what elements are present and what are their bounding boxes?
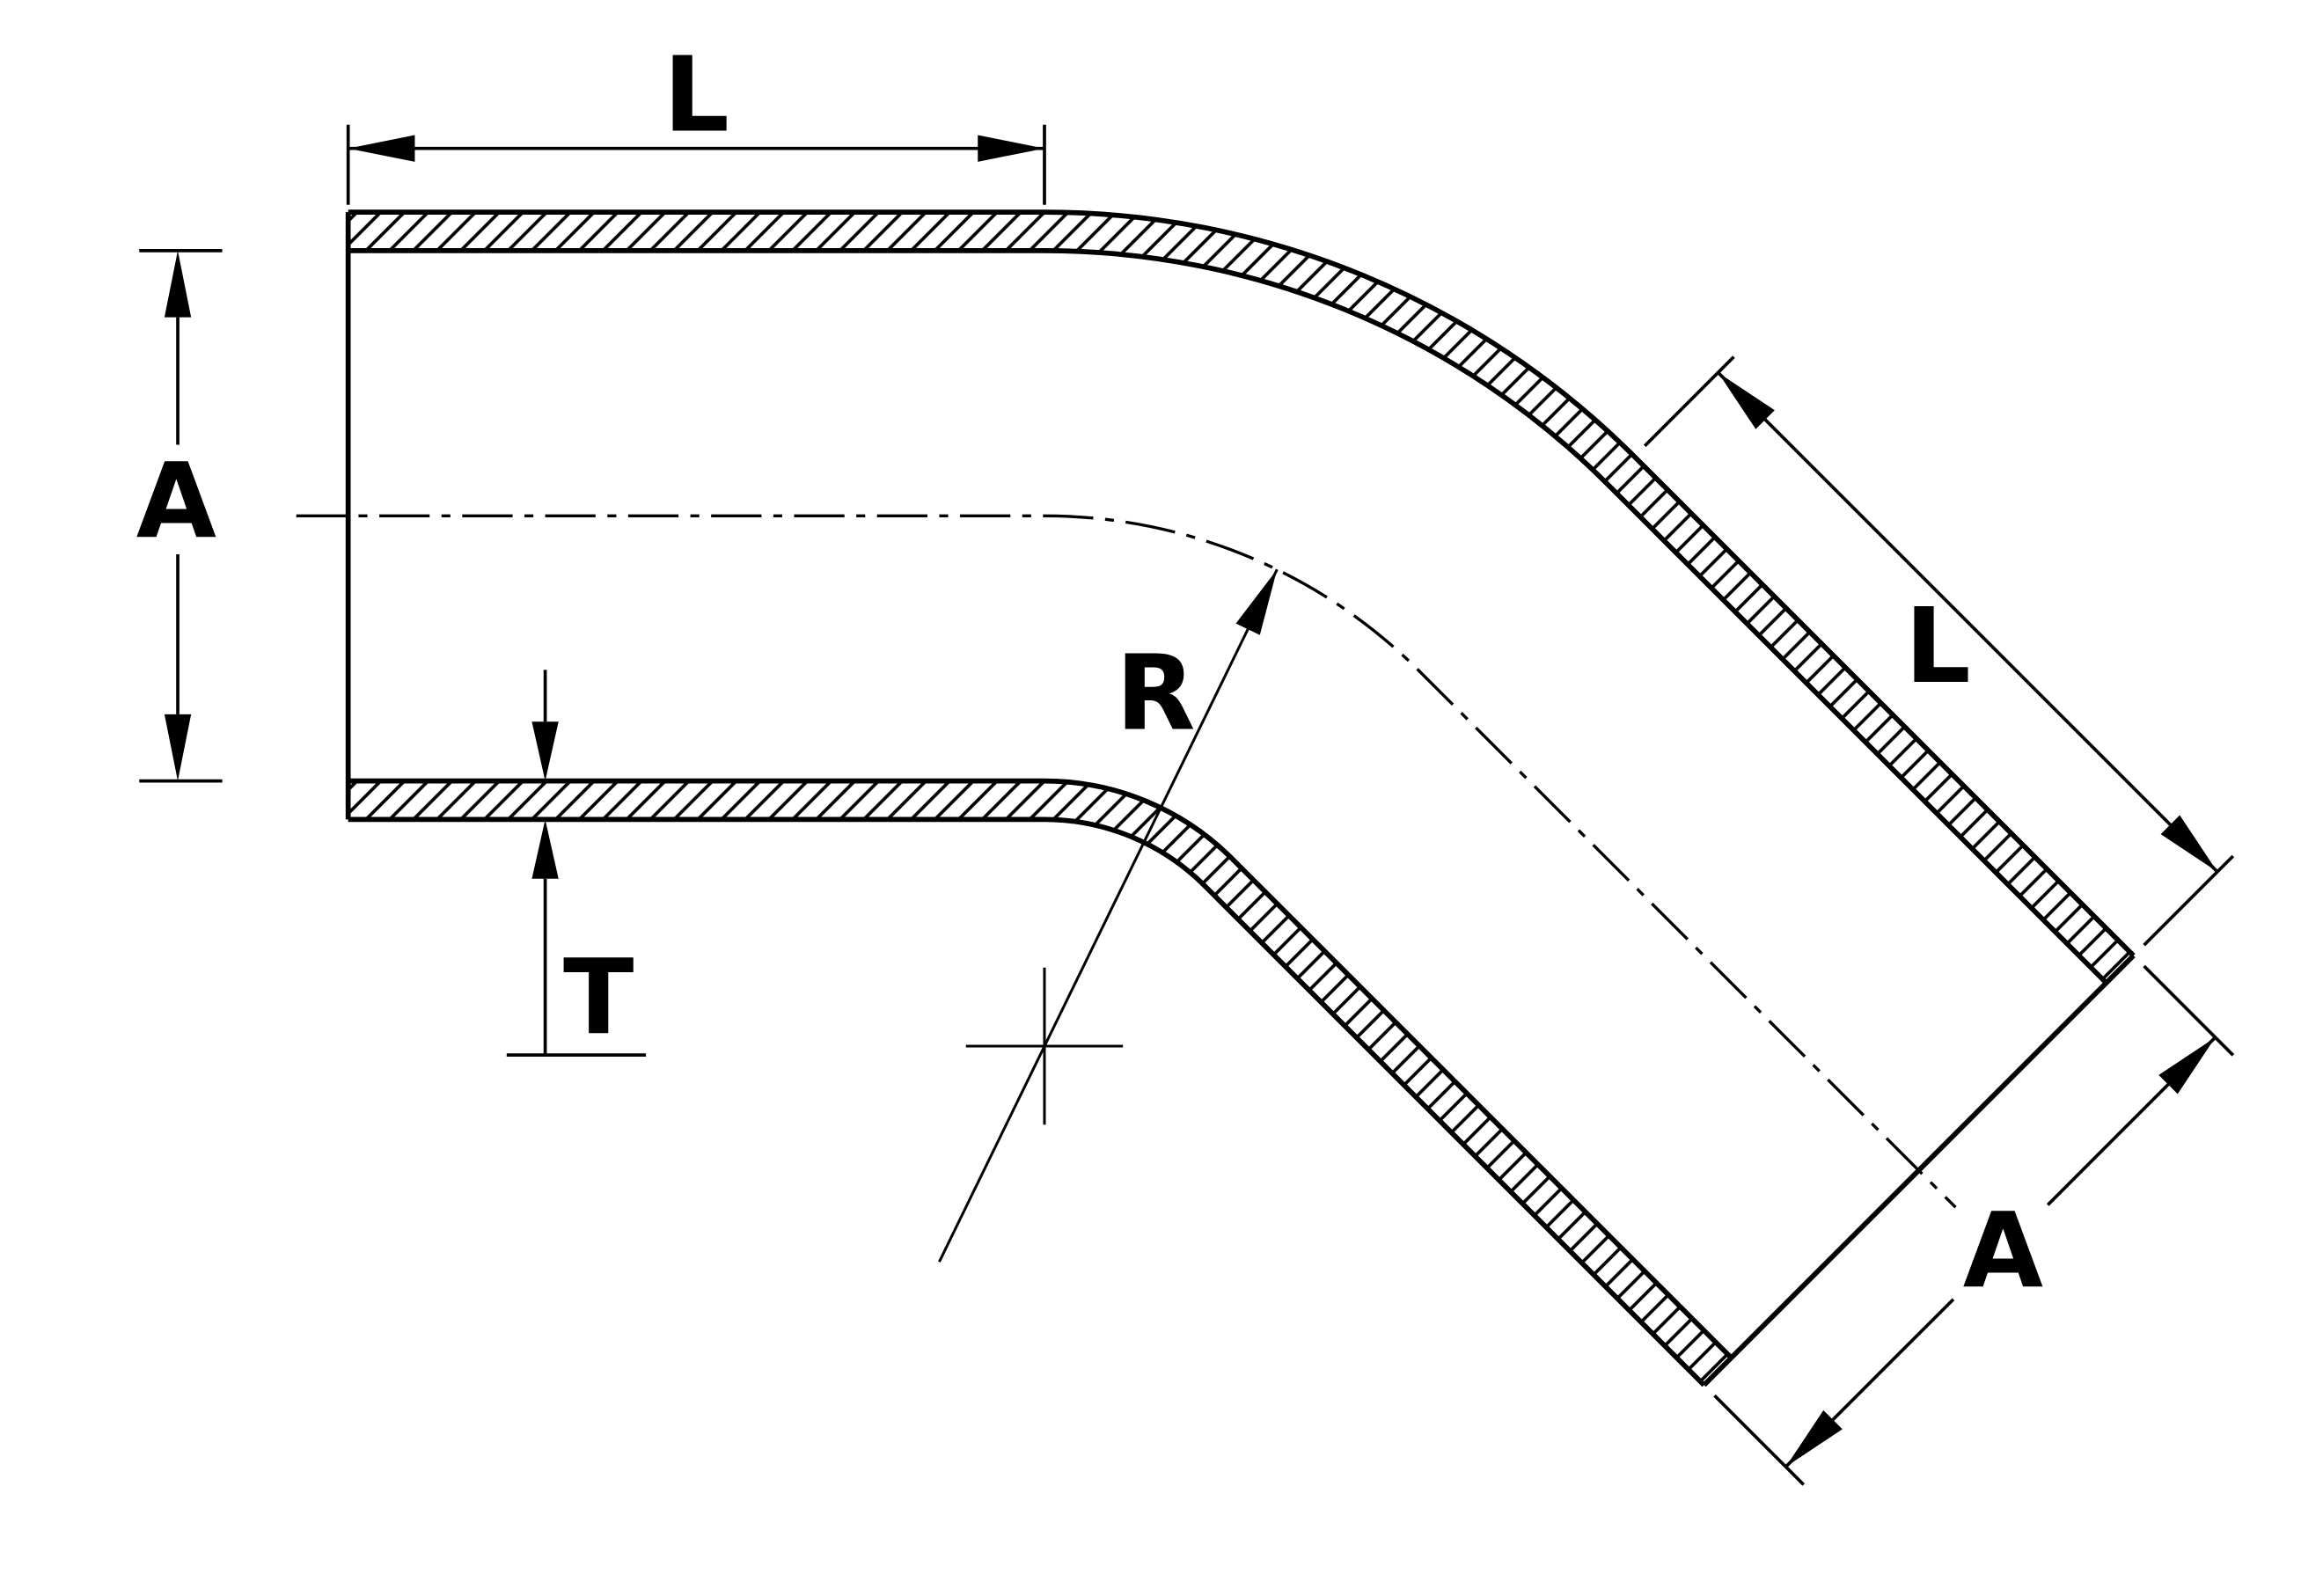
ext-line-lower — [2143, 854, 2235, 947]
centerline-path — [296, 514, 1957, 1209]
arrowhead-down — [164, 714, 192, 781]
dimension-length-top: L — [346, 35, 1046, 205]
dimension-wall-thickness: T — [506, 670, 647, 1058]
ext-line-lower — [1713, 1394, 1806, 1486]
arrowhead-lower — [2160, 815, 2217, 872]
label-bend-radius: R — [1116, 633, 1196, 754]
dimension-diameter-end: A — [1713, 964, 2235, 1486]
label-length-angled: L — [1905, 586, 1971, 706]
label-diameter-end: A — [1963, 1190, 2043, 1311]
arrowhead-left — [348, 135, 415, 162]
tube-centerline — [296, 514, 1957, 1209]
label-length-top: L — [663, 35, 729, 156]
label-diameter-left: A — [136, 441, 216, 561]
dimension-length-angled: L — [1643, 355, 2235, 947]
inner-bottom-edge — [348, 778, 1733, 1360]
arrowhead-down — [531, 721, 559, 781]
label-wall-thickness: T — [563, 937, 634, 1058]
dimension-diameter-left: A — [136, 249, 223, 783]
tube-outline — [345, 209, 2136, 1387]
outer-top-edge — [348, 209, 2136, 958]
ext-line-upper — [2143, 964, 2235, 1057]
arrowhead-right — [978, 135, 1044, 162]
arrowhead-lower — [1785, 1409, 1843, 1468]
outer-bottom-edge — [348, 816, 1706, 1387]
dimension-bend-radius: R — [938, 568, 1279, 1263]
tube-walls — [348, 212, 2134, 1386]
arrowhead-up — [531, 819, 559, 879]
inner-top-edge — [348, 248, 2108, 985]
radius-arrowhead — [1235, 569, 1278, 635]
arrowhead-upper — [1718, 372, 1775, 429]
ext-line-upper — [1643, 355, 1735, 448]
arrowhead-up — [164, 250, 192, 318]
arrowhead-upper — [2158, 1037, 2216, 1095]
dim-line — [1717, 371, 2219, 874]
radius-leader-line — [938, 568, 1279, 1263]
